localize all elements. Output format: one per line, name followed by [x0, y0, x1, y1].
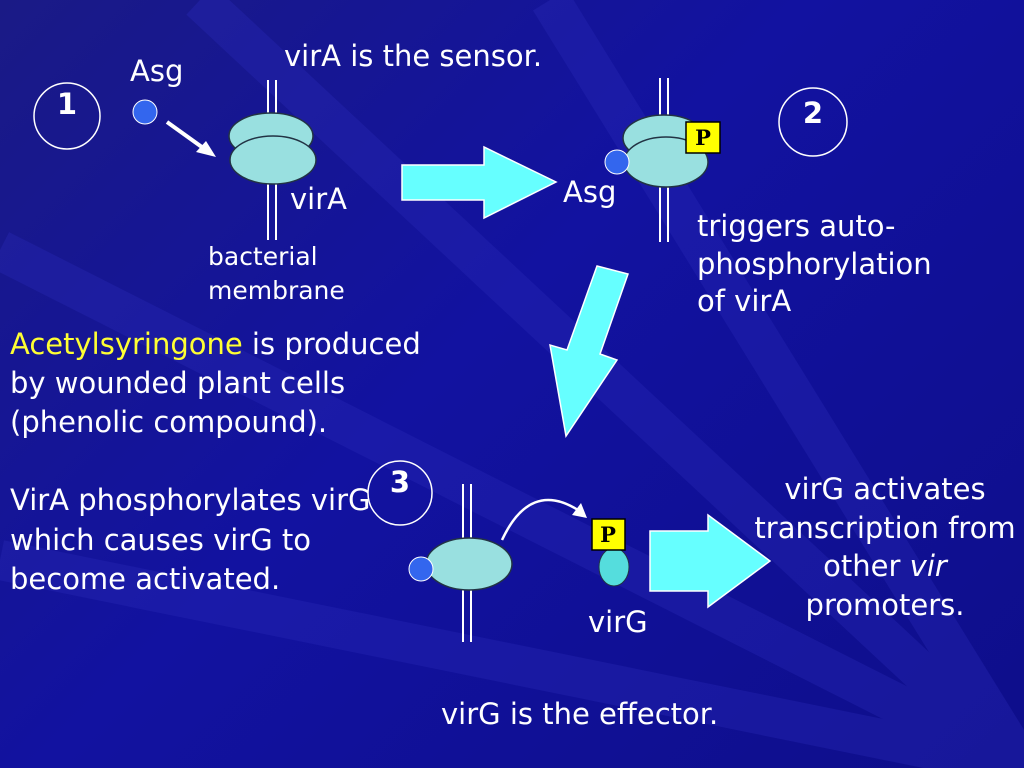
explanation-text: Acetylsyringone is produced by wounded p…	[10, 325, 430, 599]
transcription-text-start: virG activates transcription from other	[754, 472, 1016, 584]
asg-molecule-3	[408, 556, 434, 582]
vir-italic: vir	[909, 549, 947, 584]
asg-label-2: Asg	[563, 175, 617, 209]
phosphorylation-paragraph: VirA phosphorylates virG which causes vi…	[10, 483, 371, 596]
arrow-step-2-to-3	[549, 265, 629, 438]
phosphate-badge-2: P	[591, 518, 626, 551]
membrane-label-line-1: bacterial	[208, 242, 318, 271]
autophosphorylation-text: triggers auto- phosphorylation of virA	[697, 208, 1017, 321]
triggers-line-3: of virA	[697, 284, 792, 319]
transcription-text: virG activates transcription from other …	[740, 470, 1024, 624]
asg-label-1: Asg	[130, 54, 184, 88]
step-1-circle	[33, 82, 101, 150]
vira-protein-1	[228, 112, 317, 185]
membrane-label-line-2: membrane	[208, 275, 345, 305]
asg-molecule-2	[604, 149, 630, 175]
vira-label: virA	[290, 182, 347, 216]
asg-molecule-1	[132, 99, 158, 125]
virg-protein	[598, 547, 630, 587]
vira-protein-3	[425, 537, 513, 591]
virg-label: virG	[588, 605, 648, 639]
svg-text:P: P	[695, 125, 711, 150]
acetylsyringone-paragraph: Acetylsyringone is produced by wounded p…	[10, 325, 430, 442]
step-1-label: 1	[56, 87, 78, 121]
transcription-text-end: promoters.	[805, 587, 965, 622]
acetylsyringone-term: Acetylsyringone	[10, 327, 243, 361]
step-3-label: 3	[389, 465, 411, 499]
binding-arrow	[165, 120, 216, 157]
sensor-caption: virA is the sensor.	[284, 39, 543, 73]
membrane-label: bacterial membrane	[208, 240, 345, 308]
triggers-line-2: phosphorylation	[697, 246, 932, 281]
svg-text:P: P	[600, 522, 616, 547]
step-2-label: 2	[802, 96, 824, 130]
triggers-line-1: triggers auto-	[697, 209, 896, 243]
step-2-circle	[778, 87, 848, 157]
effector-caption: virG is the effector.	[441, 697, 719, 731]
arrow-to-transcription	[649, 513, 772, 609]
acetylsyringone-description: is produced by wounded plant cells (phen…	[10, 327, 421, 440]
phosphate-badge-1: P	[685, 121, 721, 154]
step-3-circle	[367, 460, 433, 526]
arrow-step-1-to-2	[401, 145, 558, 220]
phosphotransfer-arrow	[500, 498, 587, 541]
